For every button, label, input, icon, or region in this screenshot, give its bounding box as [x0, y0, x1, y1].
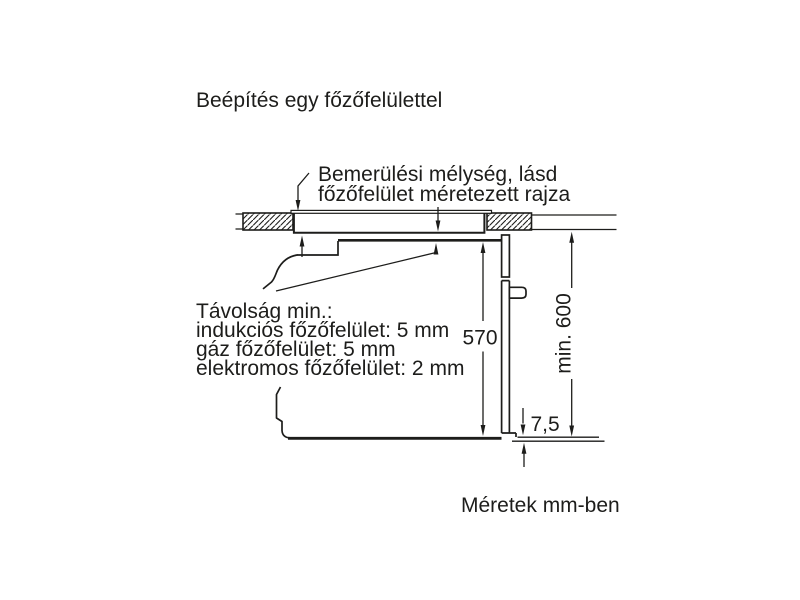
immersion-note-line1: Bemerülési mélység, lásd	[318, 163, 557, 186]
immersion-leader-arrow	[295, 200, 301, 211]
oven-top-break-mark	[262, 254, 298, 290]
oven-top-rear-step	[297, 241, 339, 256]
dim-75-value: 7,5	[531, 413, 560, 436]
dimension-7-5: 7,5	[520, 408, 560, 467]
page-title: Beépítés egy főzőfelülettel	[196, 89, 442, 112]
dim-75-arrow-up	[521, 442, 527, 454]
countertop-left-section	[242, 212, 294, 231]
immersion-depth-annotation: Bemerülési mélység, lásd főzőfelület mér…	[295, 163, 570, 232]
oven-door	[500, 279, 517, 437]
immersion-note-line2: főzőfelület méretezett rajza	[318, 183, 570, 206]
distance-note-line4: elektromos főzőfelület: 2 mm	[196, 357, 464, 380]
distance-annotation: Távolság min.: indukciós főzőfelület: 5 …	[196, 235, 464, 380]
oven-bottom-break-mark	[275, 386, 291, 439]
dim-75-arrow-down	[520, 424, 526, 436]
dim-570-arrow-top	[480, 242, 486, 253]
control-panel	[500, 234, 511, 278]
immersion-leader-line	[297, 172, 310, 201]
cooktop	[290, 209, 493, 234]
countertop-right-extension-lines	[531, 214, 617, 231]
dim-570-arrow-bottom	[480, 425, 486, 436]
oven-front	[500, 234, 605, 442]
dim-600-arrow-bottom	[569, 425, 575, 437]
distance-note-line3: gáz főzőfelület: 5 mm	[196, 338, 396, 361]
footer-note: Méretek mm-ben	[461, 494, 620, 517]
door-handle	[508, 286, 527, 299]
cooktop-tub	[292, 213, 486, 234]
bottom-extension-lines	[512, 436, 605, 442]
dim-570-value: 570	[463, 327, 498, 350]
dimension-570: 570	[463, 242, 498, 436]
dimension-min-600: min. 600	[553, 231, 576, 437]
distance-gap-arrow	[299, 235, 305, 247]
distance-note-line1: Távolság min.:	[196, 300, 333, 323]
immersion-depth-arrow	[435, 220, 441, 232]
distance-leader-arrow	[433, 243, 439, 255]
dim-600-arrow-top	[569, 231, 575, 243]
cooktop-rim	[290, 209, 493, 214]
countertop	[235, 212, 617, 231]
dim-600-value: min. 600	[553, 293, 576, 374]
countertop-right-section	[486, 212, 533, 231]
oven-body	[262, 239, 502, 440]
distance-note-line2: indukciós főzőfelület: 5 mm	[196, 319, 449, 342]
countertop-left-edge-lines	[235, 213, 243, 230]
distance-leader-line	[275, 251, 437, 292]
